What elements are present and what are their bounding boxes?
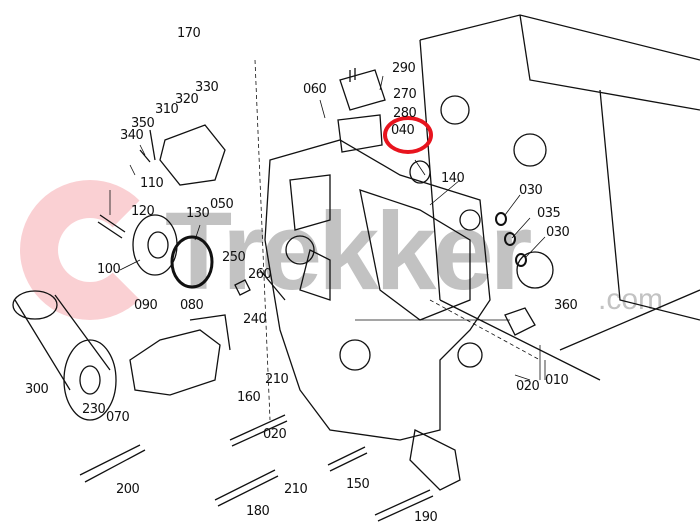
highlight-ring-040 xyxy=(383,116,433,154)
part-label-280: 280 xyxy=(393,106,417,121)
part-label-160: 160 xyxy=(237,390,261,405)
part-label-230: 230 xyxy=(82,402,106,417)
bolt-200 xyxy=(79,444,146,483)
part-label-180: 180 xyxy=(246,504,270,519)
part-label-100: 100 xyxy=(97,262,121,277)
part-label-300: 300 xyxy=(25,382,49,397)
part-label-080: 080 xyxy=(180,298,204,313)
bolt-180 xyxy=(214,469,279,507)
part-label-170: 170 xyxy=(177,26,201,41)
part-label-270: 270 xyxy=(393,87,417,102)
part-label-200: 200 xyxy=(116,482,140,497)
part-label-210a: 210 xyxy=(265,372,289,387)
part-label-330: 330 xyxy=(195,80,219,95)
part-label-090: 090 xyxy=(134,298,158,313)
part-label-140: 140 xyxy=(441,171,465,186)
part-label-320: 320 xyxy=(175,92,199,107)
part-label-130: 130 xyxy=(186,206,210,221)
part-label-070: 070 xyxy=(106,410,130,425)
part-label-310: 310 xyxy=(155,102,179,117)
bolt-160 xyxy=(229,414,288,447)
part-label-210b: 210 xyxy=(284,482,308,497)
part-label-050: 050 xyxy=(210,197,234,212)
part-label-120: 120 xyxy=(131,204,155,219)
part-label-030b: 030 xyxy=(546,225,570,240)
bolt-190 xyxy=(374,489,434,522)
part-label-010: 010 xyxy=(545,373,569,388)
part-label-290: 290 xyxy=(392,61,416,76)
part-label-340: 340 xyxy=(120,128,144,143)
bolt-150 xyxy=(327,446,368,472)
part-label-040: 040 xyxy=(391,123,415,138)
part-label-110: 110 xyxy=(140,176,164,191)
front-cover xyxy=(264,139,491,441)
part-label-260: 260 xyxy=(248,267,272,282)
engine-block xyxy=(419,14,700,381)
part-label-190: 190 xyxy=(414,510,438,525)
part-label-240: 240 xyxy=(243,312,267,327)
part-label-020a: 020 xyxy=(516,379,540,394)
part-label-030a: 030 xyxy=(519,183,543,198)
part-label-035: 035 xyxy=(537,206,561,221)
part-label-060: 060 xyxy=(303,82,327,97)
part-label-020b: 020 xyxy=(263,427,287,442)
part-label-350: 350 xyxy=(131,116,155,131)
part-label-360: 360 xyxy=(554,298,578,313)
part-label-250: 250 xyxy=(222,250,246,265)
part-label-150: 150 xyxy=(346,477,370,492)
